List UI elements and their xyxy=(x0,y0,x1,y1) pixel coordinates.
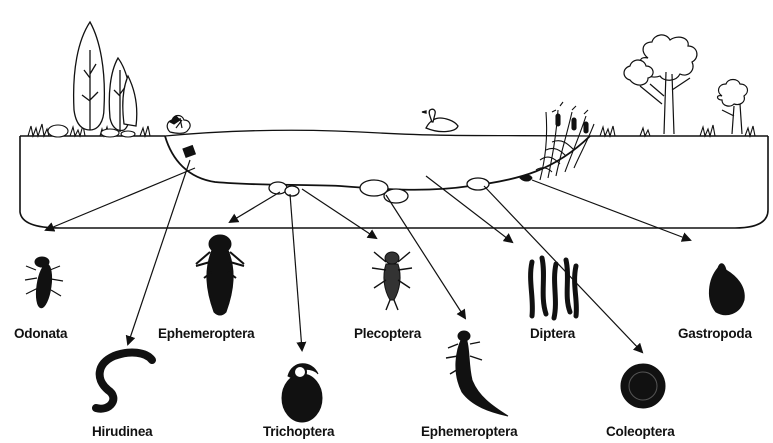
label-ephemeroptera-upper: Ephemeroptera xyxy=(158,326,255,341)
arrow-ephemeroptera-upper xyxy=(230,192,280,222)
section-outline xyxy=(20,136,768,228)
mayfly-larva-icon xyxy=(446,331,508,416)
arrow-gastropoda xyxy=(532,180,690,240)
caddisfly-larva-icon xyxy=(282,364,322,422)
arrow-trichoptera xyxy=(290,194,302,350)
tree-right-small xyxy=(718,80,748,135)
label-odonata: Odonata xyxy=(14,326,68,341)
arrow-odonata xyxy=(46,168,195,230)
mayfly-nymph-icon xyxy=(196,235,244,315)
water-surface xyxy=(165,130,590,136)
label-hirudinea: Hirudinea xyxy=(92,424,153,439)
label-coleoptera: Coleoptera xyxy=(606,424,675,439)
label-gastropoda: Gastropoda xyxy=(678,326,752,341)
duck xyxy=(422,109,458,131)
beetle-larva-icon xyxy=(621,364,665,408)
dragonfly-nymph-icon xyxy=(25,257,63,309)
label-diptera: Diptera xyxy=(530,326,576,341)
tree-right-large xyxy=(624,35,697,134)
label-trichoptera: Trichoptera xyxy=(263,424,335,439)
tree-left-tall xyxy=(74,22,137,132)
label-ephemeroptera-lower: Ephemeroptera xyxy=(421,424,518,439)
snail-icon xyxy=(709,264,744,315)
leech-icon xyxy=(96,353,152,409)
label-plecoptera: Plecoptera xyxy=(354,326,422,341)
arrow-hirudinea xyxy=(128,160,190,344)
stonefly-nymph-icon xyxy=(372,252,412,310)
pond-cross-section xyxy=(20,130,768,228)
midge-larvae-icon xyxy=(531,258,577,318)
bank-organisms xyxy=(170,116,532,181)
arrow-plecoptera xyxy=(302,189,376,238)
